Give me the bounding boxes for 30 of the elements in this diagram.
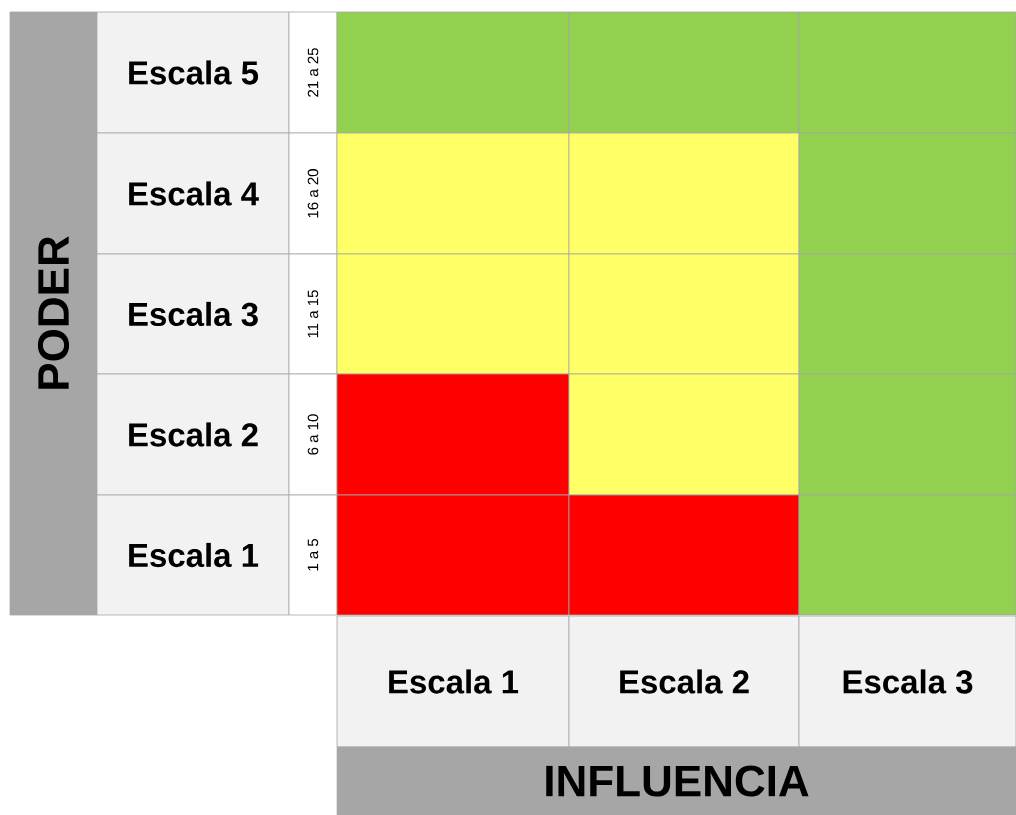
matrix-cell <box>798 494 1016 616</box>
matrix-cell <box>798 132 1016 255</box>
scale-header-cell: Escala 5 <box>96 11 290 134</box>
scale-header-cell: Escala 4 <box>96 132 290 255</box>
scale-header-cell: Escala 1 <box>336 615 570 748</box>
matrix-cell <box>798 253 1016 375</box>
range-cell: 6 a 10 <box>288 373 338 496</box>
scale-header-cell: Escala 1 <box>96 494 290 616</box>
range-cell: 16 a 20 <box>288 132 338 255</box>
axis-title-band: PODER <box>9 11 98 616</box>
matrix-cell <box>568 373 800 496</box>
scale-header-cell: Escala 3 <box>96 253 290 375</box>
matrix-cell <box>568 132 800 255</box>
scale-header-cell: Escala 2 <box>96 373 290 496</box>
axis-title-band: INFLUENCIA <box>336 746 1016 815</box>
matrix-cell <box>336 494 570 616</box>
matrix-cell <box>336 373 570 496</box>
range-cell: 1 a 5 <box>288 494 338 616</box>
matrix-cell <box>568 494 800 616</box>
matrix-cell <box>798 11 1016 134</box>
matrix-cell <box>568 11 800 134</box>
scale-header-cell: Escala 3 <box>798 615 1016 748</box>
range-cell: 11 a 15 <box>288 253 338 375</box>
scale-header-cell: Escala 2 <box>568 615 800 748</box>
range-cell: 21 a 25 <box>288 11 338 134</box>
matrix-cell <box>568 253 800 375</box>
matrix-cell <box>336 253 570 375</box>
matrix-cell <box>336 11 570 134</box>
matrix-cell <box>336 132 570 255</box>
matrix-cell <box>798 373 1016 496</box>
